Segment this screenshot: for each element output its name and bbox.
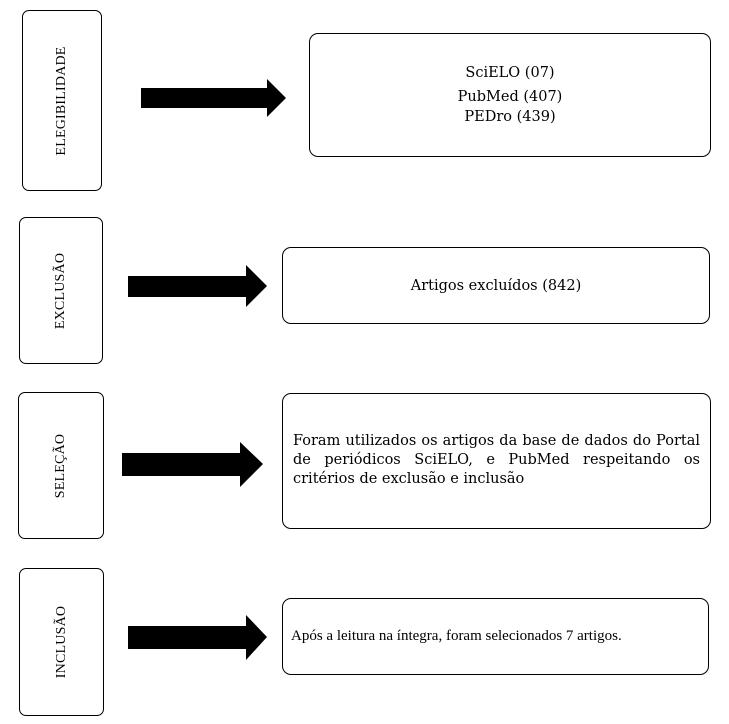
source-pedro: PEDro (439) [464, 109, 556, 125]
stage-label-text: EXCLUSÃO [53, 252, 68, 329]
source-pubmed: PubMed (407) [457, 89, 563, 105]
inclusion-text: Após a leitura na íntegra, foram selecio… [291, 628, 622, 644]
stage-label-text: ELEGIBILIDADE [54, 45, 69, 156]
stage-label-selecao: SELEÇÃO [18, 392, 104, 539]
stage-label-text: INCLUSÃO [53, 605, 69, 679]
stage-label-text: SELEÇÃO [53, 433, 68, 498]
selection-text: Foram utilizados os artigos da base de d… [293, 433, 700, 487]
excluded-box: Artigos excluídos (842) [282, 247, 710, 324]
arrow-right-icon [128, 615, 267, 660]
selection-box: Foram utilizados os artigos da base de d… [282, 393, 711, 529]
stage-label-exclusao: EXCLUSÃO [19, 217, 103, 364]
source-scielo: SciELO (07) [465, 65, 555, 81]
stage-label-inclusao: INCLUSÃO [19, 568, 104, 716]
arrow-right-icon [128, 265, 267, 307]
stage-label-elegibilidade: ELEGIBILIDADE [22, 10, 102, 191]
excluded-text: Artigos excluídos (842) [410, 277, 582, 294]
arrow-right-icon [122, 442, 263, 487]
arrow-right-icon [141, 79, 286, 117]
sources-box: SciELO (07) PubMed (407) PEDro (439) [309, 33, 711, 157]
inclusion-box: Após a leitura na íntegra, foram selecio… [282, 598, 709, 675]
